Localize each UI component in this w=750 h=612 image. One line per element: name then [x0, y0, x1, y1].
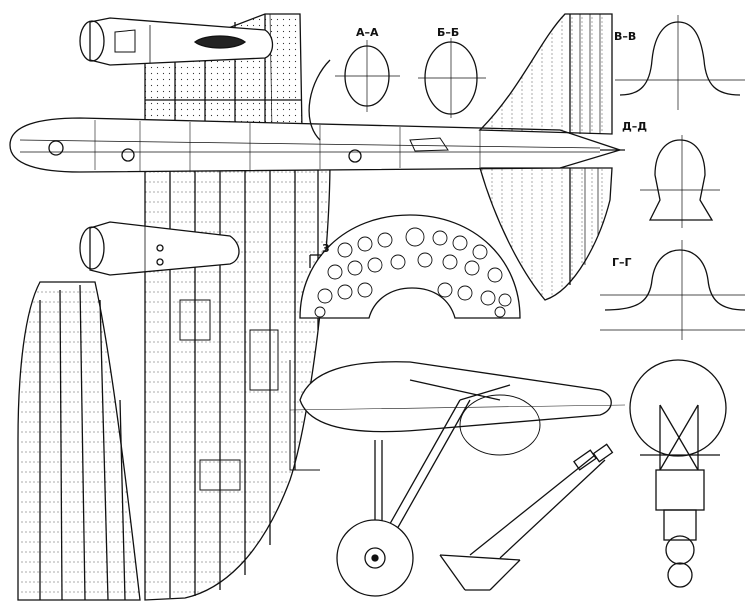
strut-detail	[439, 443, 614, 591]
section-labels: А–А Б–Б В–В Д–Д Г–Г 3	[322, 26, 647, 269]
section-aa-label: А–А	[356, 26, 379, 39]
callout-number-3: 3	[322, 242, 330, 255]
lower-wing	[144, 159, 331, 601]
upper-engine-nacelle	[79, 17, 274, 66]
section-bb-label: Б–Б	[437, 26, 459, 39]
section-bb	[418, 38, 486, 118]
fuselage	[9, 59, 625, 173]
section-aa	[335, 40, 400, 112]
lower-engine-nacelle	[79, 221, 240, 276]
front-gear-view	[629, 359, 727, 588]
section-dd-label: Д–Д	[622, 120, 647, 133]
landing-gear-side-view	[289, 360, 626, 597]
section-gg-label: Г–Г	[612, 256, 632, 269]
instrument-panel	[299, 214, 521, 319]
section-vv	[615, 15, 745, 110]
outer-wing-panel	[17, 281, 141, 601]
section-dd	[640, 135, 720, 228]
horizontal-stabilizer	[479, 167, 613, 301]
section-gg	[600, 240, 746, 340]
vertical-stabilizer	[478, 13, 613, 135]
section-vv-label: В–В	[614, 30, 636, 43]
